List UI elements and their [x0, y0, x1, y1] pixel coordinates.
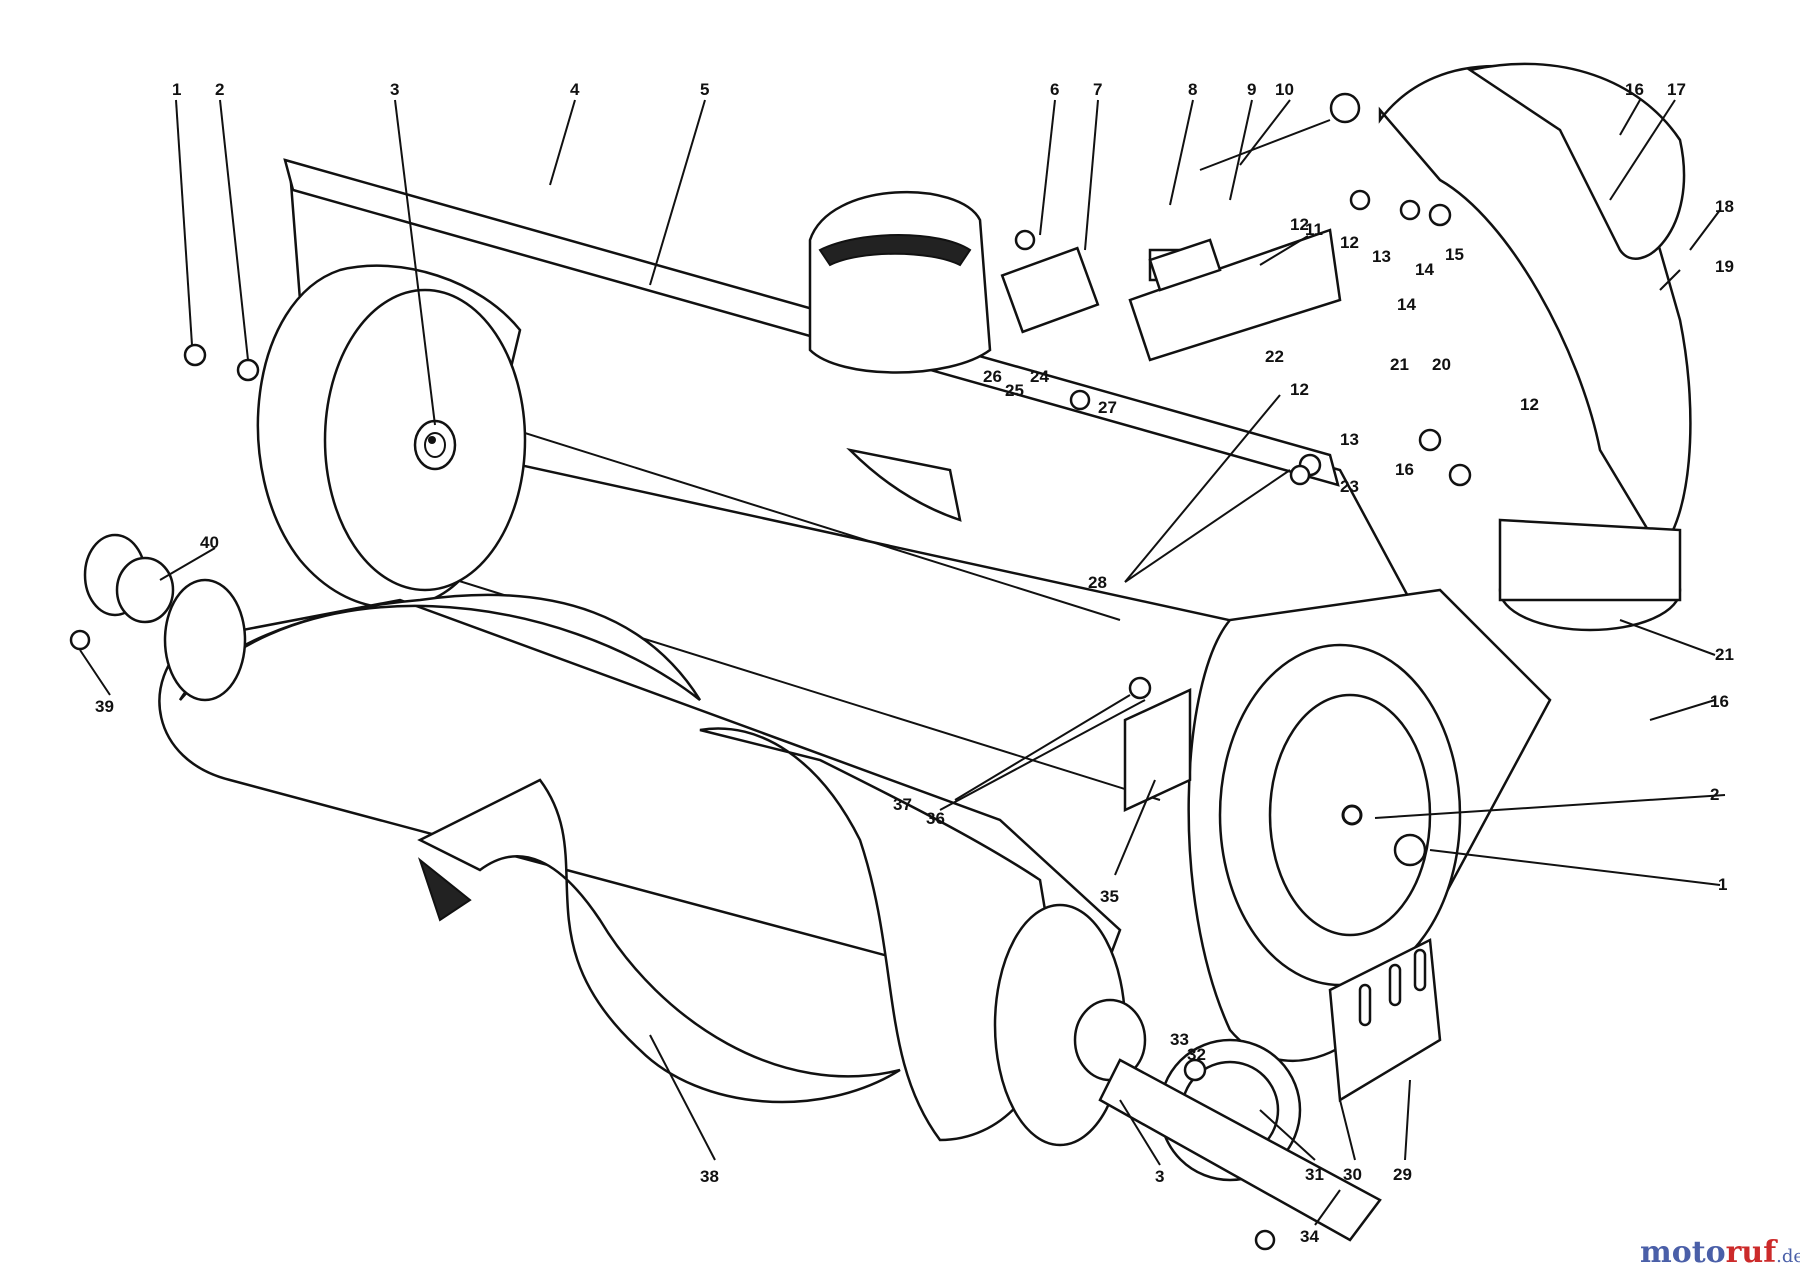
part-label: 29: [1393, 1165, 1412, 1184]
part-label: 14: [1415, 260, 1434, 279]
part-label: 16: [1395, 460, 1414, 479]
discharge-chute: [1378, 62, 1692, 632]
part-label: 1: [172, 80, 181, 99]
watermark: motoruf.de: [1640, 1235, 1800, 1270]
part-label: 23: [1340, 477, 1359, 496]
right-side-plate: [1187, 588, 1552, 1063]
part-label: 39: [95, 697, 114, 716]
svg-text:motoruf.de: motoruf.de: [1640, 1235, 1800, 1270]
watermark-brand-red: ruf: [1726, 1235, 1779, 1270]
part-label: 8: [1188, 80, 1197, 99]
left-side-plate: [256, 264, 527, 610]
part-labels: 1 2 3 4 5 6 7 8 9 10 11 12 12 12 12 13 1…: [95, 80, 1734, 1246]
part-label: 40: [200, 533, 219, 552]
part-label: 32: [1187, 1045, 1206, 1064]
spout-ring: [808, 190, 992, 374]
part-label: 7: [1093, 80, 1102, 99]
part-label: 12: [1290, 215, 1309, 234]
part-label: 34: [1300, 1227, 1319, 1246]
watermark-brand-blue: moto: [1640, 1235, 1726, 1270]
skid-shoe-right: [1328, 938, 1442, 1103]
part-label: 28: [1088, 573, 1107, 592]
part-label: 12: [1520, 395, 1539, 414]
part-label: 21: [1390, 355, 1409, 374]
skid-shoe-left: [1123, 688, 1192, 812]
part-label: 12: [1290, 380, 1309, 399]
part-label: 16: [1710, 692, 1729, 711]
part-label: 5: [700, 80, 709, 99]
part-label: 21: [1715, 645, 1734, 664]
part-label: 4: [570, 80, 580, 99]
part-label: 1: [1718, 875, 1727, 894]
part-label: 13: [1340, 430, 1359, 449]
part-label: 13: [1372, 247, 1391, 266]
part-label: 33: [1170, 1030, 1189, 1049]
part-label: 27: [1098, 398, 1117, 417]
part-label: 2: [215, 80, 224, 99]
part-label: 10: [1275, 80, 1294, 99]
part-label: 19: [1715, 257, 1734, 276]
part-label: 35: [1100, 887, 1119, 906]
watermark-suffix: .de: [1776, 1246, 1800, 1267]
part-label: 15: [1445, 245, 1464, 264]
part-label: 25: [1005, 381, 1024, 400]
part-label: 14: [1397, 295, 1416, 314]
part-label: 3: [390, 80, 399, 99]
part-label: 9: [1247, 80, 1256, 99]
part-label: 11: [1305, 220, 1323, 239]
part-label: 6: [1050, 80, 1059, 99]
part-label: 30: [1343, 1165, 1362, 1184]
fasteners: [69, 189, 1472, 1251]
part-label: 31: [1305, 1165, 1324, 1184]
part-label: 24: [1030, 367, 1049, 386]
part-label: 20: [1432, 355, 1451, 374]
bearing-flange: [83, 533, 175, 624]
part-label: 36: [926, 809, 945, 828]
part-label: 2: [1710, 785, 1719, 804]
part-label: 26: [983, 367, 1002, 386]
part-label: 38: [700, 1167, 719, 1186]
part-label: 18: [1715, 197, 1734, 216]
part-label: 16: [1625, 80, 1644, 99]
part-label: 37: [893, 795, 912, 814]
leader-lines: [79, 99, 1726, 1226]
part-label: 3: [1155, 1167, 1164, 1186]
part-label: 22: [1265, 347, 1284, 366]
auger-assembly: [158, 578, 1147, 1147]
crank-assembly: [1000, 92, 1361, 362]
part-label: 12: [1340, 233, 1359, 252]
part-label: 17: [1667, 80, 1686, 99]
